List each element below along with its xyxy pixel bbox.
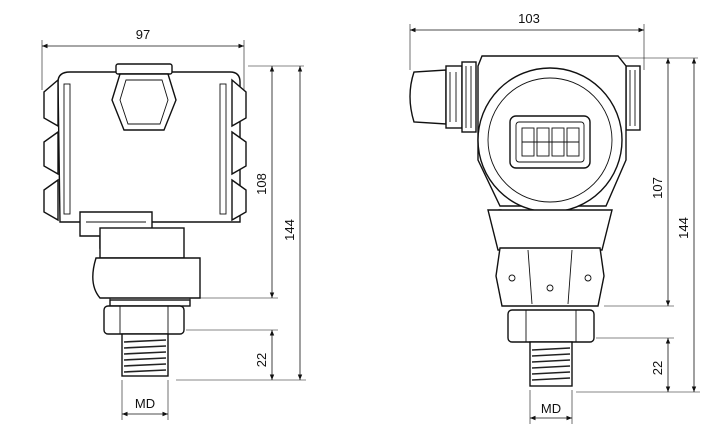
front-view: 103 107 144 22 MD (409, 11, 700, 424)
side-housing-body (57, 71, 241, 223)
side-cable-gland (111, 63, 177, 131)
front-total-height-dimension: 144 (576, 58, 700, 393)
front-cable-gland (409, 61, 477, 133)
front-width-dimension: 103 (409, 11, 645, 70)
front-thread-length-dimension: 22 (596, 337, 674, 392)
side-total-height-dimension: 144 (176, 66, 306, 381)
front-lower-body (495, 247, 605, 307)
side-neck (99, 227, 185, 259)
side-housing-height-label: 108 (254, 173, 269, 195)
side-md-label: MD (135, 396, 155, 411)
side-hex-nut (103, 305, 185, 335)
front-thread (529, 341, 573, 387)
front-cover-inner (487, 77, 613, 203)
front-hex-nut (507, 309, 595, 343)
front-thread-length-label: 22 (650, 361, 665, 375)
display-digits (521, 127, 580, 157)
side-md-dimension: MD (121, 380, 169, 420)
side-thread-length-label: 22 (254, 353, 269, 367)
side-view: 97 108 144 22 MD (41, 27, 306, 420)
side-width-dimension: 97 (41, 27, 245, 90)
side-housing-height-dimension: 108 (200, 65, 304, 299)
side-left-fins (43, 78, 71, 222)
front-housing-height-label: 107 (650, 177, 665, 199)
front-display (509, 115, 591, 169)
front-total-height-label: 144 (676, 217, 691, 239)
front-lower-bracket (487, 209, 613, 251)
side-thread-length-dimension: 22 (186, 329, 278, 380)
side-thread (121, 333, 169, 377)
side-lower-body (92, 257, 201, 299)
side-right-fins (219, 78, 247, 222)
front-width-label: 103 (518, 11, 540, 26)
side-width-label: 97 (136, 27, 150, 42)
front-side-plug (625, 65, 641, 131)
front-md-dimension: MD (529, 390, 573, 424)
front-md-label: MD (541, 401, 561, 416)
side-total-height-label: 144 (282, 219, 297, 241)
front-housing-height-dimension: 107 (604, 57, 698, 307)
